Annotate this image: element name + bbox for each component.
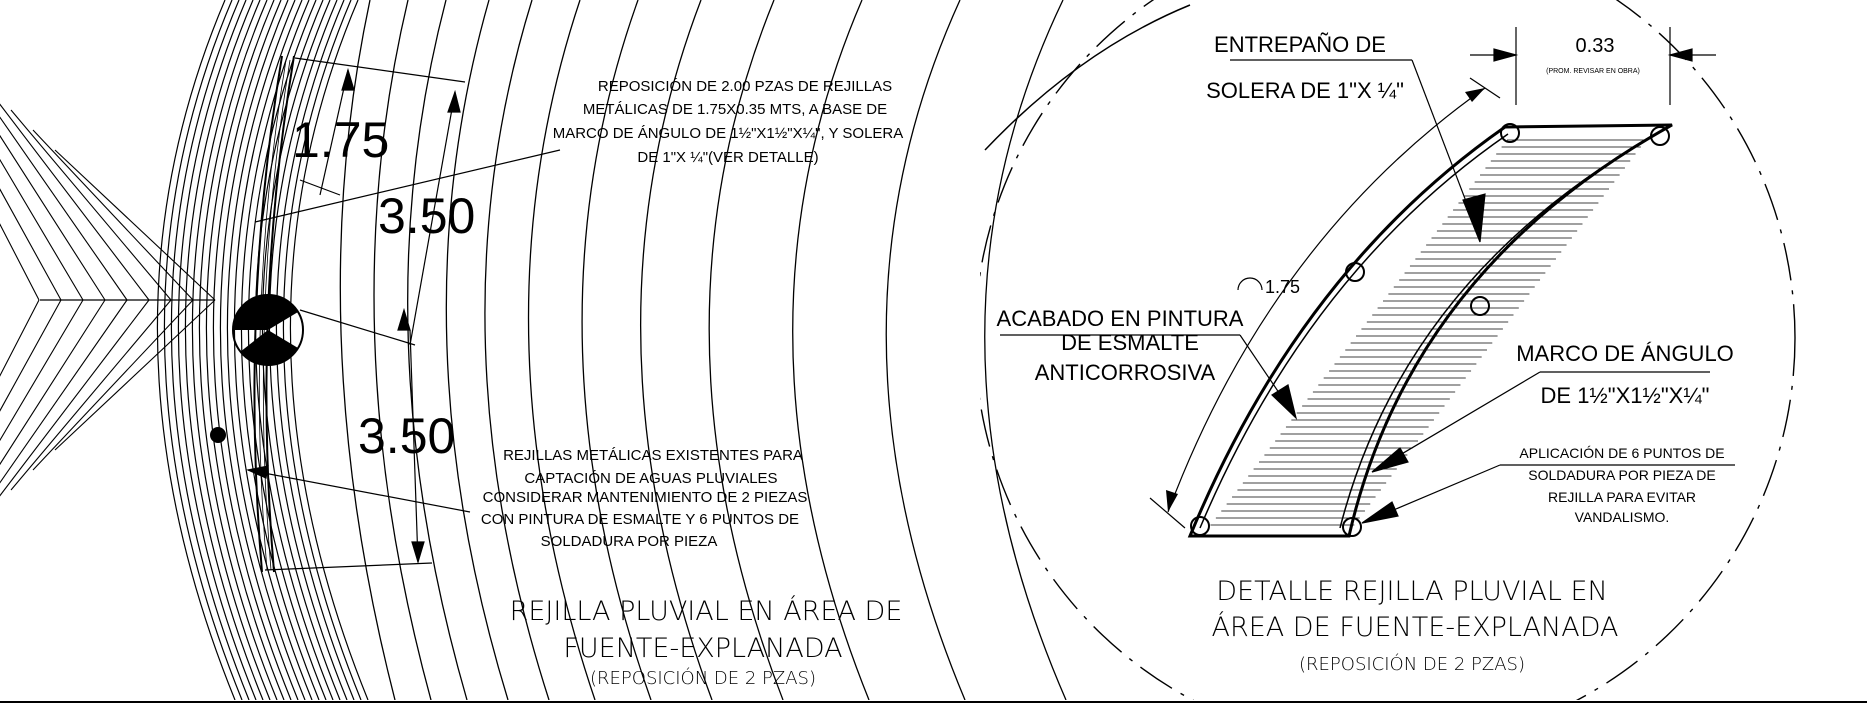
title-left-line-2: FUENTE-EXPLANADA — [563, 633, 842, 664]
dim-lower-spacing: 3.50 — [358, 408, 455, 464]
grate-detail-right: 0.33 (PROM. REVISAR EN OBRA) 1.75 ENTREP… — [980, 0, 1796, 700]
paving-rings-wide — [339, 0, 1067, 700]
dim-upper-spacing: 3.50 — [378, 188, 475, 244]
weld-point — [1470, 296, 1490, 316]
note-existing: REJILLAS METÁLICAS EXISTENTES PARA CAPTA… — [481, 447, 807, 550]
note-existing-line-3: CONSIDERAR MANTENIMIENTO DE 2 PIEZAS — [483, 489, 808, 506]
dimension-lines-left — [246, 57, 561, 571]
note-replacement: REPOSICIÓN DE 2.00 PZAS DE REJILLAS METÁ… — [553, 78, 904, 166]
dim-grate-length: 1.75 — [292, 112, 389, 168]
note-replacement-line-2: METÁLICAS DE 1.75X0.35 MTS, A BASE DE — [583, 101, 887, 118]
label-welds-line-1: APLICACIÓN DE 6 PUNTOS DE — [1519, 445, 1724, 461]
note-existing-line-5: SOLDADURA POR PIEZA — [541, 533, 718, 550]
dimension-width — [1470, 27, 1716, 105]
plan-view-left: 1.75 3.50 3.50 REPOSICIÓN DE 2.00 PZAS D… — [0, 0, 1067, 700]
leader-welds — [1361, 464, 1735, 524]
label-frame-line-1: MARCO DE ÁNGULO — [1516, 341, 1734, 366]
note-replacement-line-1: REPOSICIÓN DE 2.00 PZAS DE REJILLAS — [598, 78, 892, 95]
title-right-line-2: ÁREA DE FUENTE-EXPLANADA — [1211, 611, 1618, 643]
subtitle-right: (REPOSICIÓN DE 2 PZAS) — [1299, 653, 1525, 675]
label-finish-line-1: ACABADO EN PINTURA — [997, 306, 1244, 331]
weld-points — [1190, 123, 1670, 537]
weld-point — [1345, 262, 1365, 282]
title-left-line-1: REJILLA PLUVIAL EN ÁREA DE — [510, 595, 903, 627]
grate-panel — [1187, 123, 1673, 538]
dim-width-note: (PROM. REVISAR EN OBRA) — [1546, 68, 1640, 75]
label-frame-line-2: DE 1½"X1½"X¼" — [1541, 383, 1710, 408]
label-finish-line-3: ANTICORROSIVA — [1035, 360, 1216, 385]
title-right-line-1: DETALLE REJILLA PLUVIAL EN — [1216, 576, 1607, 607]
chevron-hatch — [0, 103, 216, 497]
note-replacement-line-3: MARCO DE ÁNGULO DE 1½"X1½"X¼", Y SOLERA — [553, 125, 904, 142]
label-panel-line-1: ENTREPAÑO DE — [1214, 32, 1386, 57]
dim-arc-length: 1.75 — [1265, 277, 1300, 297]
weld-point — [1342, 517, 1362, 537]
leader-frame — [1371, 371, 1710, 473]
label-welds-line-2: SOLDADURA POR PIEZA DE — [1528, 467, 1716, 483]
grate-bars — [1210, 139, 1647, 526]
subtitle-left: (REPOSICIÓN DE 2 PZAS) — [590, 667, 816, 689]
note-existing-line-1: REJILLAS METÁLICAS EXISTENTES PARA — [503, 447, 803, 464]
label-panel-line-2: SOLERA DE 1"X ¼" — [1206, 78, 1404, 103]
note-existing-line-2: CAPTACIÓN DE AGUAS PLUVIALES — [524, 470, 777, 487]
weld-point — [1190, 516, 1210, 536]
label-finish-line-2: DE ESMALTE — [1061, 330, 1199, 355]
note-replacement-line-4: DE 1"X ¼"(VER DETALLE) — [637, 149, 818, 166]
fountain-symbol — [210, 294, 304, 443]
note-existing-line-4: CON PINTURA DE ESMALTE Y 6 PUNTOS DE — [481, 511, 799, 528]
weld-point — [1650, 126, 1670, 146]
label-welds-line-4: VANDALISMO. — [1575, 509, 1670, 525]
dim-width: 0.33 — [1576, 35, 1615, 57]
label-welds-line-3: REJILLA PARA EVITAR — [1548, 489, 1696, 505]
leader-finish — [1000, 334, 1298, 420]
leader-panel — [1230, 59, 1486, 243]
weld-point — [1500, 123, 1520, 143]
